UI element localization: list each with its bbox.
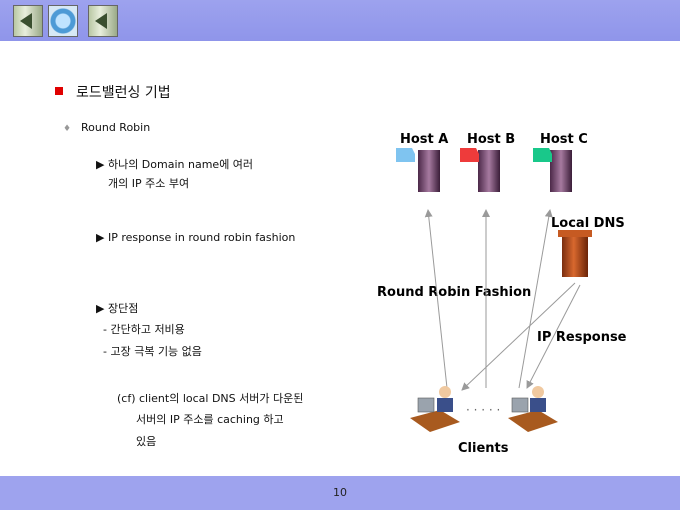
local-dns-label: Local DNS xyxy=(551,216,625,231)
connection-arrows xyxy=(424,209,581,391)
forward-nav-icon[interactable] xyxy=(88,5,118,37)
point-1-line-1: ▶ 하나의 Domain name에 여러 xyxy=(96,158,254,171)
local-dns-server-icon xyxy=(558,230,592,277)
arrow-client-to-host-c xyxy=(518,209,553,389)
point-3-item-1: - 간단하고 저비용 xyxy=(103,323,185,336)
host-c-label: Host C xyxy=(540,132,588,147)
arrow-dns-to-client-2 xyxy=(526,284,581,389)
diamond-bullet-icon: ♦ xyxy=(63,124,72,134)
note-line-1: (cf) client의 local DNS 서버가 다운된 xyxy=(117,392,304,405)
round-robin-diagram: Host A Host B Host C Local DNS Round Rob… xyxy=(377,132,627,456)
globe-icon[interactable] xyxy=(48,5,78,37)
title-bullet xyxy=(55,87,63,95)
host-b-server-icon xyxy=(460,148,500,192)
client-2-icon xyxy=(508,386,558,432)
note-line-2: 서버의 IP 주소를 caching 하고 xyxy=(136,413,284,426)
note-line-3: 있음 xyxy=(136,435,157,448)
point-2: ▶ IP response in round robin fashion xyxy=(96,231,296,244)
arrow-client-to-host-a xyxy=(424,209,448,389)
host-a-label: Host A xyxy=(400,132,448,147)
host-c-server-icon xyxy=(533,148,572,192)
point-1-line-2: 개의 IP 주소 부여 xyxy=(108,177,190,190)
point-3-item-2: - 고장 극복 기능 없음 xyxy=(103,345,202,358)
host-b-label: Host B xyxy=(467,132,515,147)
page-title: 로드밸런싱 기법 xyxy=(76,85,171,101)
bottom-banner: 10 xyxy=(0,476,680,510)
ip-response-label: IP Response xyxy=(537,330,627,345)
host-b-flag xyxy=(460,148,479,162)
host-c-flag xyxy=(533,148,552,162)
point-3-title: ▶ 장단점 xyxy=(96,302,139,315)
clients-label: Clients xyxy=(458,441,509,456)
top-banner xyxy=(0,0,680,41)
method-name: Round Robin xyxy=(81,121,151,134)
host-a-server-icon xyxy=(396,148,440,192)
page-number: 10 xyxy=(333,486,347,499)
back-nav-icon[interactable] xyxy=(13,5,43,37)
client-1-icon xyxy=(410,386,460,432)
round-robin-fashion-label: Round Robin Fashion xyxy=(377,285,531,300)
arrow-dns-to-client-1 xyxy=(461,282,576,391)
host-a-flag xyxy=(396,148,415,162)
client-dots: · · · · · xyxy=(466,403,500,417)
